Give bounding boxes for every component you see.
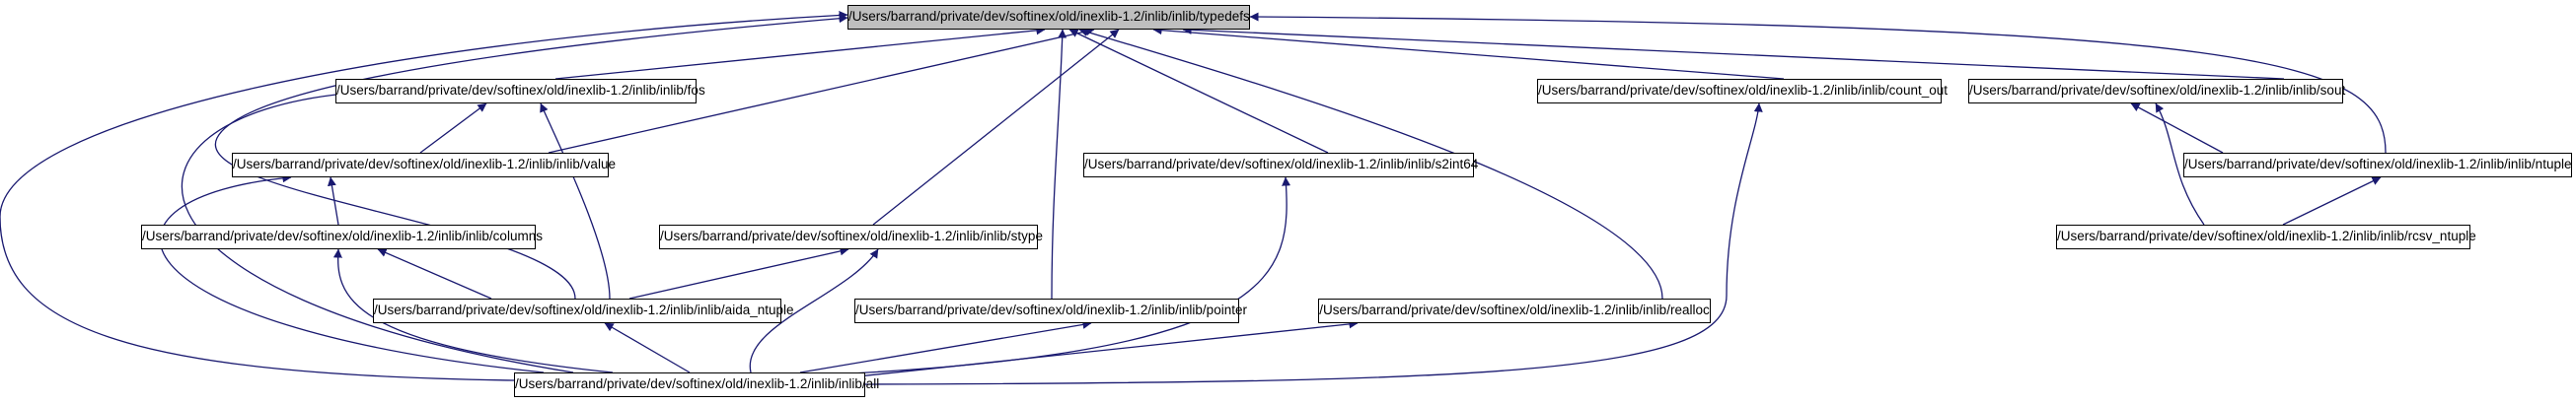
edge-layer (0, 10, 2387, 385)
edge-rcsv-ntuple-to-ntuple (2282, 176, 2382, 226)
node-label: /Users/barrand/private/dev/softinex/old/… (2184, 157, 2572, 171)
node-sout[interactable]: /Users/barrand/private/dev/softinex/old/… (1968, 79, 2346, 103)
node-rcsv-ntuple[interactable]: /Users/barrand/private/dev/softinex/old/… (2056, 225, 2476, 249)
edge-ntuple-to-typedefs (1249, 12, 2387, 154)
edge-all-to-fos (181, 90, 574, 373)
node-label: /Users/barrand/private/dev/softinex/old/… (142, 229, 543, 243)
node-ntuple[interactable]: /Users/barrand/private/dev/softinex/old/… (2183, 153, 2572, 177)
edge-all-to-typedefs (0, 10, 848, 381)
node-realloc[interactable]: /Users/barrand/private/dev/softinex/old/… (1318, 299, 1711, 323)
node-fos[interactable]: /Users/barrand/private/dev/softinex/old/… (335, 79, 705, 103)
node-label: /Users/barrand/private/dev/softinex/old/… (515, 376, 880, 391)
edge-aida-ntuple-to-stype (628, 246, 849, 300)
node-label: /Users/barrand/private/dev/softinex/old/… (374, 303, 794, 317)
node-aida-ntuple[interactable]: /Users/barrand/private/dev/softinex/old/… (373, 299, 794, 323)
edge-value-to-fos (419, 102, 487, 154)
edge-sout-to-typedefs (1182, 25, 2285, 80)
edge-value-to-typedefs (548, 27, 1095, 154)
edge-all-to-aida-ntuple (604, 322, 691, 373)
node-label: /Users/barrand/private/dev/softinex/old/… (1084, 157, 1479, 171)
edge-rcsv-ntuple-to-sout (2155, 102, 2205, 226)
node-label: /Users/barrand/private/dev/softinex/old/… (855, 303, 1247, 317)
edge-all-to-count-out (864, 102, 1763, 385)
node-label: /Users/barrand/private/dev/softinex/old/… (233, 157, 616, 171)
edge-ntuple-to-sout (2130, 102, 2224, 154)
edge-all-to-s2int64 (809, 176, 1291, 376)
node-columns[interactable]: /Users/barrand/private/dev/softinex/old/… (141, 225, 543, 249)
edge-all-to-realloc (839, 319, 1359, 379)
edge-pointer-to-typedefs (1051, 29, 1067, 300)
edge-count-out-to-typedefs (1152, 26, 1785, 80)
edge-realloc-to-typedefs (1078, 28, 1663, 300)
edge-all-to-pointer (799, 319, 1092, 373)
node-label: /Users/barrand/private/dev/softinex/old/… (1538, 83, 1948, 98)
edge-aida-ntuple-to-fos (540, 102, 611, 300)
edge-all-to-value (159, 173, 545, 373)
edge-aida-ntuple-to-columns (377, 248, 492, 300)
node-all[interactable]: /Users/barrand/private/dev/softinex/old/… (514, 372, 879, 397)
node-label: /Users/barrand/private/dev/softinex/old/… (660, 229, 1043, 243)
node-label: /Users/barrand/private/dev/softinex/old/… (336, 83, 705, 98)
edge-fos-to-typedefs (554, 26, 1046, 80)
edge-columns-to-value (327, 176, 339, 226)
node-pointer[interactable]: /Users/barrand/private/dev/softinex/old/… (854, 299, 1247, 323)
edge-stype-to-typedefs (872, 29, 1120, 226)
node-stype[interactable]: /Users/barrand/private/dev/softinex/old/… (659, 225, 1043, 249)
node-label: /Users/barrand/private/dev/softinex/old/… (1969, 83, 2346, 98)
node-label: /Users/barrand/private/dev/softinex/old/… (1319, 303, 1710, 317)
edge-all-to-stype (749, 248, 879, 373)
node-label: /Users/barrand/private/dev/softinex/old/… (2057, 229, 2476, 243)
node-count-out[interactable]: /Users/barrand/private/dev/softinex/old/… (1537, 79, 1948, 103)
edge-s2int64-to-typedefs (1068, 29, 1329, 154)
node-value[interactable]: /Users/barrand/private/dev/softinex/old/… (232, 153, 616, 177)
node-label: /Users/barrand/private/dev/softinex/old/… (848, 9, 1250, 24)
node-typedefs[interactable]: /Users/barrand/private/dev/softinex/old/… (847, 5, 1250, 30)
node-s2int64[interactable]: /Users/barrand/private/dev/softinex/old/… (1083, 153, 1478, 177)
